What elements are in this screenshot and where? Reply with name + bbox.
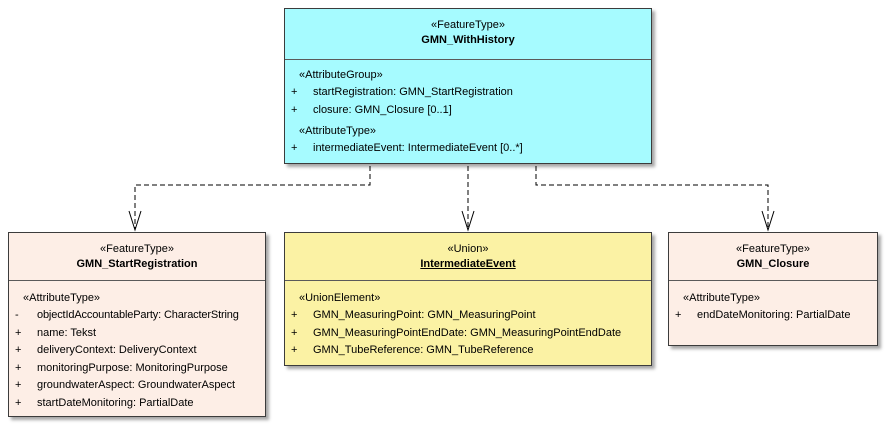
attribute-text: GMN_MeasuringPoint: GMN_MeasuringPoint bbox=[313, 309, 536, 321]
compartment-divider bbox=[669, 280, 877, 281]
attribute-row[interactable]: + name: Tekst bbox=[9, 325, 265, 343]
class-gmn-withhistory[interactable]: «FeatureType» GMN_WithHistory «Attribute… bbox=[284, 8, 652, 164]
attribute-row[interactable]: + intermediateEvent: IntermediateEvent [… bbox=[285, 140, 651, 158]
class-stereotype: «FeatureType» bbox=[431, 19, 505, 31]
group-title-attributegroup: «AttributeGroup» bbox=[299, 69, 383, 81]
attribute-row[interactable]: + startDateMonitoring: PartialDate bbox=[9, 395, 265, 413]
visibility-marker: + bbox=[15, 379, 22, 391]
attribute-row[interactable]: + deliveryContext: DeliveryContext bbox=[9, 342, 265, 360]
attribute-text: name: Tekst bbox=[37, 326, 97, 339]
class-stereotype: «FeatureType» bbox=[100, 243, 174, 255]
class-stereotype: «Union» bbox=[447, 243, 489, 255]
connector-to-closure bbox=[535, 166, 769, 230]
class-intermediateevent[interactable]: «Union» IntermediateEvent «UnionElement»… bbox=[284, 232, 652, 366]
compartment-divider bbox=[285, 280, 651, 281]
attribute-row[interactable]: + GMN_MeasuringPointEndDate: GMN_Measuri… bbox=[285, 325, 651, 343]
arrowhead-startregistration bbox=[128, 210, 142, 232]
attribute-text: groundwaterAspect: GroundwaterAspect bbox=[37, 379, 236, 391]
class-gmn-closure[interactable]: «FeatureType» GMN_Closure «AttributeType… bbox=[668, 232, 878, 346]
class-name: GMN_Closure bbox=[736, 258, 810, 270]
attribute-text: GMN_MeasuringPointEndDate: GMN_Measuring… bbox=[313, 326, 622, 339]
attribute-text: GMN_TubeReference: GMN_TubeReference bbox=[313, 344, 534, 356]
visibility-marker: - bbox=[15, 309, 19, 321]
attribute-row[interactable]: + startRegistration: GMN_StartRegistrati… bbox=[285, 84, 651, 102]
visibility-marker: + bbox=[291, 142, 298, 154]
attribute-compartment: «AttributeType» - objectIdAccountablePar… bbox=[9, 290, 265, 412]
compartment-divider bbox=[9, 280, 265, 281]
class-name: GMN_WithHistory bbox=[421, 34, 515, 46]
arrowhead-closure bbox=[761, 210, 775, 232]
visibility-marker: + bbox=[15, 396, 22, 409]
attribute-text: monitoringPurpose: MonitoringPurpose bbox=[37, 361, 228, 374]
group-title-attributetype: «AttributeType» bbox=[23, 292, 101, 304]
connector-to-startregistration bbox=[134, 166, 371, 230]
group-title-attributetype: «AttributeType» bbox=[683, 292, 761, 304]
attribute-text: closure: GMN_Closure [0..1] bbox=[313, 103, 452, 116]
visibility-marker: + bbox=[291, 309, 298, 321]
attribute-row[interactable]: + GMN_TubeReference: GMN_TubeReference bbox=[285, 342, 651, 360]
attribute-text: endDateMonitoring: PartialDate bbox=[697, 309, 851, 321]
attribute-row[interactable]: - objectIdAccountableParty: CharacterStr… bbox=[9, 307, 265, 325]
attribute-row[interactable]: + GMN_MeasuringPoint: GMN_MeasuringPoint bbox=[285, 307, 651, 325]
attribute-row[interactable]: + closure: GMN_Closure [0..1] bbox=[285, 102, 651, 120]
group-title-unionelement: «UnionElement» bbox=[299, 292, 381, 304]
attribute-row[interactable]: + monitoringPurpose: MonitoringPurpose bbox=[9, 360, 265, 378]
visibility-marker: + bbox=[15, 344, 22, 356]
class-name: GMN_StartRegistration bbox=[76, 258, 198, 270]
visibility-marker: + bbox=[291, 103, 298, 116]
class-name: IntermediateEvent bbox=[420, 258, 516, 270]
attribute-row[interactable]: + groundwaterAspect: GroundwaterAspect bbox=[9, 377, 265, 395]
attribute-text: startRegistration: GMN_StartRegistration bbox=[313, 86, 513, 98]
compartment-divider bbox=[285, 59, 651, 60]
attribute-compartment: «AttributeType» + endDateMonitoring: Par… bbox=[669, 290, 877, 325]
attribute-compartment: «AttributeGroup» + startRegistration: GM… bbox=[285, 67, 651, 158]
class-stereotype: «FeatureType» bbox=[736, 243, 810, 255]
attribute-text: startDateMonitoring: PartialDate bbox=[37, 396, 194, 409]
class-gmn-startregistration[interactable]: «FeatureType» GMN_StartRegistration «Att… bbox=[8, 232, 266, 417]
arrowhead-intermediateevent bbox=[461, 210, 475, 232]
attribute-text: objectIdAccountableParty: CharacterStrin… bbox=[37, 309, 239, 321]
group-title-attributetype: «AttributeType» bbox=[299, 125, 377, 137]
attribute-text: deliveryContext: DeliveryContext bbox=[37, 344, 197, 356]
visibility-marker: + bbox=[291, 86, 298, 98]
visibility-marker: + bbox=[15, 361, 22, 374]
visibility-marker: + bbox=[291, 326, 298, 339]
attribute-compartment: «UnionElement» + GMN_MeasuringPoint: GMN… bbox=[285, 290, 651, 360]
attribute-text: intermediateEvent: IntermediateEvent [0.… bbox=[313, 142, 523, 154]
visibility-marker: + bbox=[675, 309, 682, 321]
visibility-marker: + bbox=[291, 344, 298, 356]
attribute-row[interactable]: + endDateMonitoring: PartialDate bbox=[669, 307, 877, 325]
visibility-marker: + bbox=[15, 326, 22, 339]
